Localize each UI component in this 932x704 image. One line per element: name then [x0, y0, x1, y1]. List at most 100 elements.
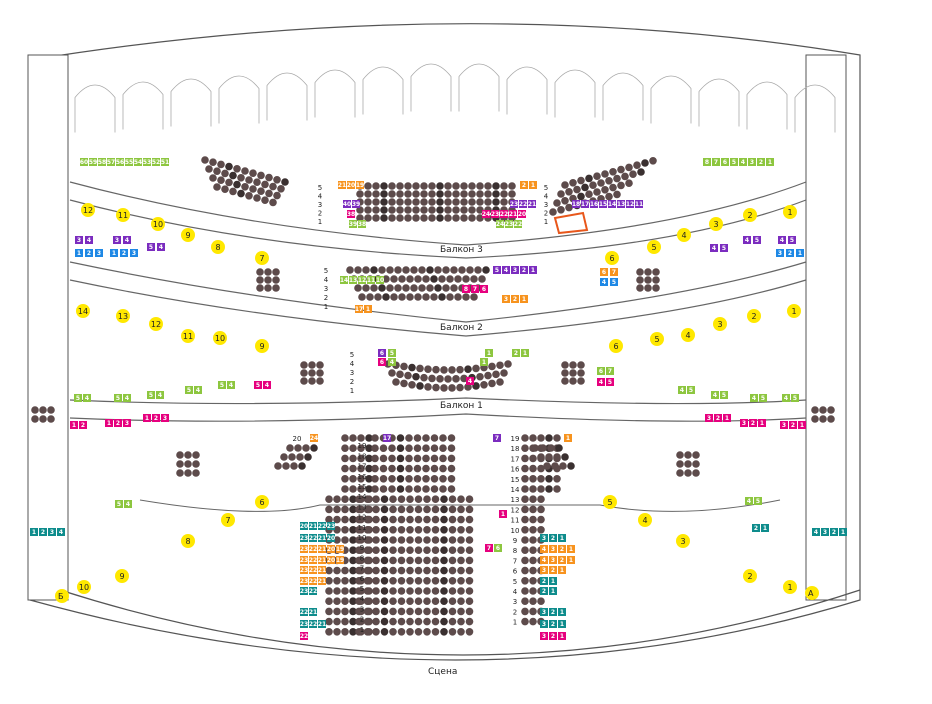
b3-right-row2-24[interactable]: 24: [482, 210, 490, 218]
seat-dot[interactable]: [372, 526, 380, 534]
b3-center-row3-40[interactable]: 40: [343, 200, 351, 208]
seat-dot[interactable]: [371, 454, 379, 463]
ground-right-teal-1-2[interactable]: 2: [752, 524, 760, 532]
seat-dot[interactable]: [488, 362, 496, 371]
b3-gallery-left-51[interactable]: 51: [161, 158, 169, 166]
seat-dot[interactable]: [404, 190, 412, 198]
t1-box-10-4[interactable]: 4: [227, 381, 235, 389]
seat-dot[interactable]: [636, 268, 644, 276]
b3-right-purple-17[interactable]: 17: [581, 200, 589, 208]
t1-box-1r-5[interactable]: 5: [791, 394, 799, 402]
seat-dot[interactable]: [380, 190, 388, 198]
seat-dot[interactable]: [349, 434, 357, 442]
seat-dot[interactable]: [537, 495, 545, 504]
seat-dot[interactable]: [362, 284, 370, 292]
seat-dot[interactable]: [349, 577, 357, 585]
stalls-right-r6-3[interactable]: 3: [540, 566, 548, 574]
seat-dot[interactable]: [256, 276, 264, 284]
seat-dot[interactable]: [500, 182, 508, 190]
seat-dot[interactable]: [476, 214, 484, 222]
seat-dot[interactable]: [521, 617, 529, 626]
t1-pink-left-1-1[interactable]: 1: [70, 421, 78, 429]
seat-dot[interactable]: [380, 182, 388, 190]
seat-dot[interactable]: [325, 505, 333, 514]
seat-dot[interactable]: [356, 190, 364, 198]
stalls-right-r6-1[interactable]: 1: [558, 566, 566, 574]
seat-dot[interactable]: [547, 444, 555, 452]
b1-left-5[interactable]: 5: [388, 349, 396, 357]
seat-dot[interactable]: [440, 587, 448, 595]
seat-dot[interactable]: [431, 607, 440, 616]
seat-dot[interactable]: [39, 415, 47, 423]
b3-gallery-left-54[interactable]: 54: [134, 158, 142, 166]
seat-dot[interactable]: [256, 284, 264, 292]
ground-right-1-marker[interactable]: [783, 580, 797, 594]
seat-dot[interactable]: [652, 276, 660, 284]
seat-dot[interactable]: [423, 536, 431, 544]
b3-top-right-1[interactable]: 1: [529, 181, 537, 189]
seat-dot[interactable]: [364, 198, 372, 206]
seat-dot[interactable]: [537, 505, 545, 514]
t1-box-4r-5[interactable]: 5: [687, 386, 695, 394]
seat-dot[interactable]: [237, 174, 245, 182]
ground-right-2-marker[interactable]: [743, 569, 757, 583]
seat-dot[interactable]: [209, 174, 217, 182]
seat-dot[interactable]: [400, 379, 408, 388]
seat-dot[interactable]: [372, 206, 380, 214]
tier2-left-9-marker[interactable]: [255, 339, 269, 353]
seat-dot[interactable]: [274, 462, 282, 470]
b3-right-purple-16[interactable]: 16: [590, 200, 598, 208]
seat-dot[interactable]: [641, 159, 649, 167]
stalls-right-r7-3[interactable]: 3: [549, 556, 557, 564]
seat-dot[interactable]: [397, 607, 406, 616]
seat-dot[interactable]: [521, 495, 529, 504]
seat-dot[interactable]: [397, 515, 406, 524]
seat-dot[interactable]: [468, 206, 476, 214]
seat-dot[interactable]: [380, 526, 389, 534]
seat-dot[interactable]: [388, 485, 396, 493]
seat-dot[interactable]: [448, 628, 457, 636]
seat-dot[interactable]: [333, 495, 341, 504]
seat-dot[interactable]: [423, 505, 431, 514]
seat-dot[interactable]: [529, 556, 537, 565]
seat-dot[interactable]: [476, 206, 484, 214]
seat-dot[interactable]: [482, 266, 490, 274]
b3-right-row1-23[interactable]: 23: [505, 220, 513, 228]
b3-gallery-right-1[interactable]: 1: [766, 158, 774, 166]
seat-dot[interactable]: [325, 607, 333, 616]
seat-dot[interactable]: [389, 607, 397, 616]
seat-dot[interactable]: [567, 462, 575, 470]
b3-box-right-2-5[interactable]: 5: [753, 236, 761, 244]
ground-left-54-4[interactable]: 4: [124, 500, 132, 508]
seat-dot[interactable]: [414, 556, 423, 565]
seat-dot[interactable]: [565, 203, 573, 212]
t1-pink-left-1-2[interactable]: 2: [79, 421, 87, 429]
seat-dot[interactable]: [386, 284, 394, 292]
seat-dot[interactable]: [341, 515, 349, 524]
stalls-left-r17-20[interactable]: 20: [327, 556, 335, 564]
b3-gallery-left-52[interactable]: 52: [152, 158, 160, 166]
seat-dot[interactable]: [440, 546, 448, 554]
seat-dot[interactable]: [349, 617, 357, 626]
seat-dot[interactable]: [605, 177, 613, 185]
seat-dot[interactable]: [363, 495, 372, 504]
seat-dot[interactable]: [392, 378, 400, 386]
seat-dot[interactable]: [372, 607, 380, 616]
seat-dot[interactable]: [414, 587, 423, 595]
seat-dot[interactable]: [569, 361, 577, 369]
seat-dot[interactable]: [440, 566, 448, 575]
seat-dot[interactable]: [176, 469, 184, 477]
seat-dot[interactable]: [529, 617, 537, 626]
seat-dot[interactable]: [357, 434, 365, 442]
seat-dot[interactable]: [354, 284, 362, 292]
seat-dot[interactable]: [438, 293, 446, 301]
ground-right-3-marker[interactable]: [676, 534, 690, 548]
seat-dot[interactable]: [447, 485, 456, 493]
seat-dot[interactable]: [454, 275, 462, 283]
b3-center-row1-39[interactable]: 39: [349, 220, 357, 228]
seat-dot[interactable]: [476, 190, 484, 198]
seat-dot[interactable]: [465, 526, 474, 534]
seat-dot[interactable]: [363, 587, 372, 595]
stalls-right-r5-2[interactable]: 2: [540, 577, 548, 585]
seat-dot[interactable]: [529, 566, 537, 575]
